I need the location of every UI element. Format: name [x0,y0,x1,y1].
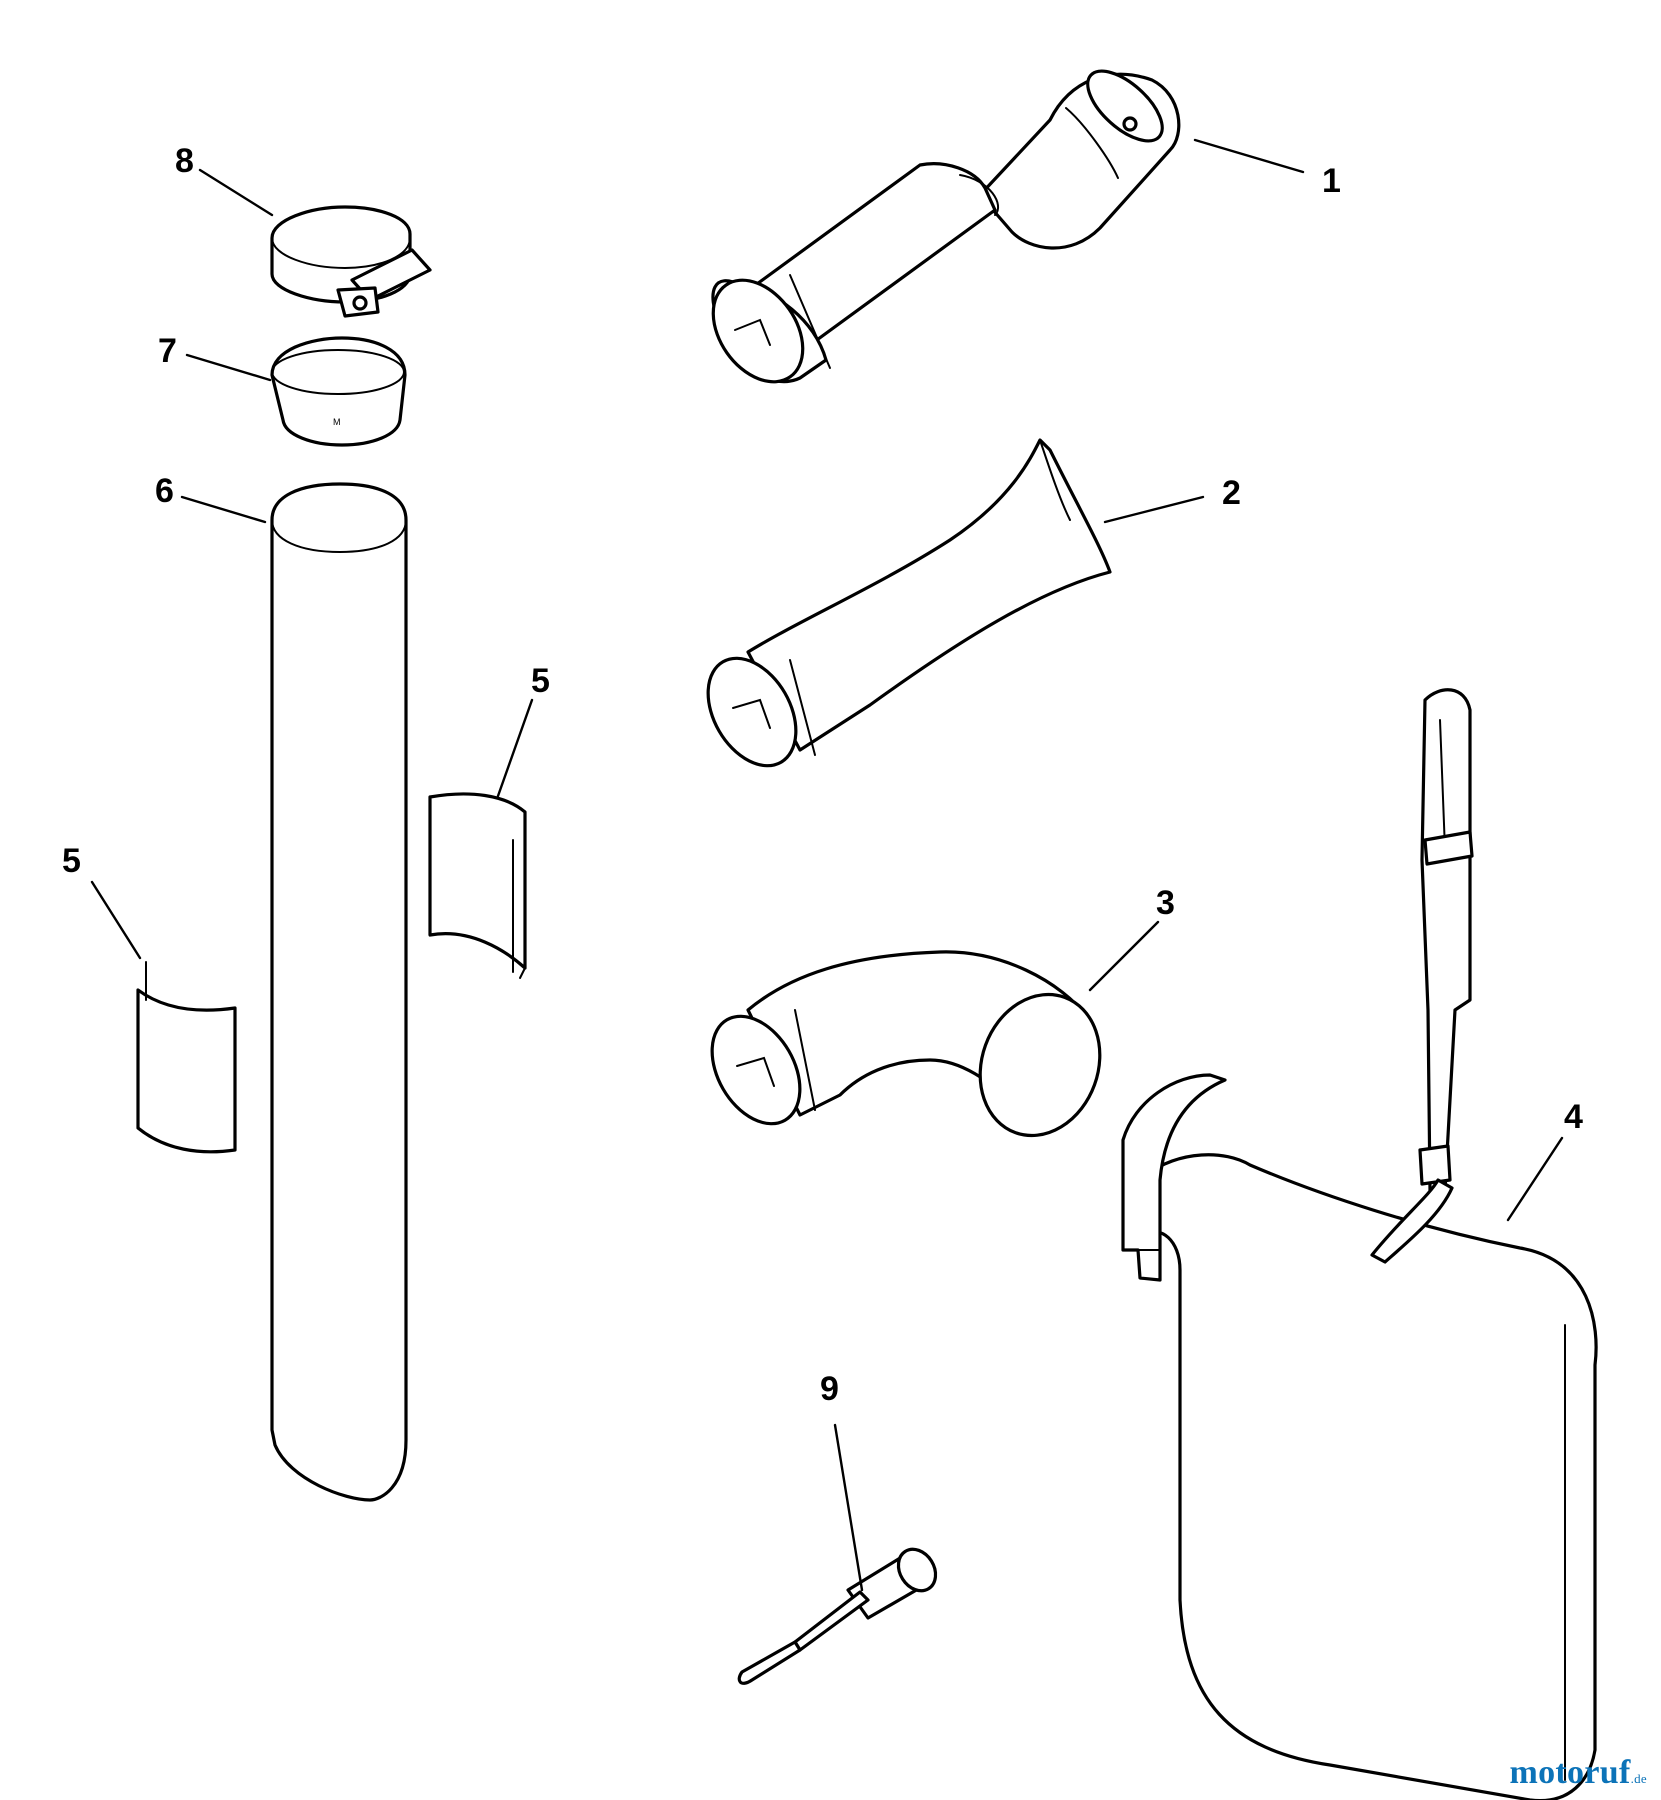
leader-5b [90,880,142,960]
part-9-spark-plug-wrench [737,1547,938,1685]
part-1-blower-pipe [711,69,1181,384]
leader-9 [833,1423,864,1592]
part-5-shield-right [428,792,527,979]
watermark-brand: motoruf [1509,1754,1631,1791]
leader-lines [90,138,1564,1592]
watermark-tld: .de [1630,1771,1647,1786]
callout-9: 9 [820,1370,839,1408]
callout-3: 3 [1156,884,1175,922]
part-4-collection-bag [1121,688,1598,1800]
callout-6: 6 [155,472,174,510]
callout-5-left: 5 [62,842,81,880]
part-3-elbow-nozzle [710,950,1102,1138]
leader-3 [1088,920,1160,992]
leader-5a [496,698,534,798]
callout-7: 7 [158,332,177,370]
part-6-long-tube [270,482,408,1502]
part-5-shield-left [136,961,237,1154]
leader-6 [180,495,267,524]
leader-2 [1103,495,1205,524]
ring-mark-label: M [333,417,341,427]
leader-7 [185,353,272,382]
callout-1: 1 [1322,162,1341,200]
leader-4 [1506,1136,1564,1222]
callout-8: 8 [175,142,194,180]
callout-2: 2 [1222,474,1241,512]
watermark-logo: motoruf.de [1510,1754,1648,1792]
callout-4: 4 [1564,1098,1583,1136]
leader-8 [198,168,274,217]
part-8-hose-clamp [270,205,432,318]
leader-1 [1193,138,1305,174]
callout-5-right: 5 [531,662,550,700]
part-7-ring: M [270,336,407,447]
part-2-flat-nozzle [706,438,1112,768]
